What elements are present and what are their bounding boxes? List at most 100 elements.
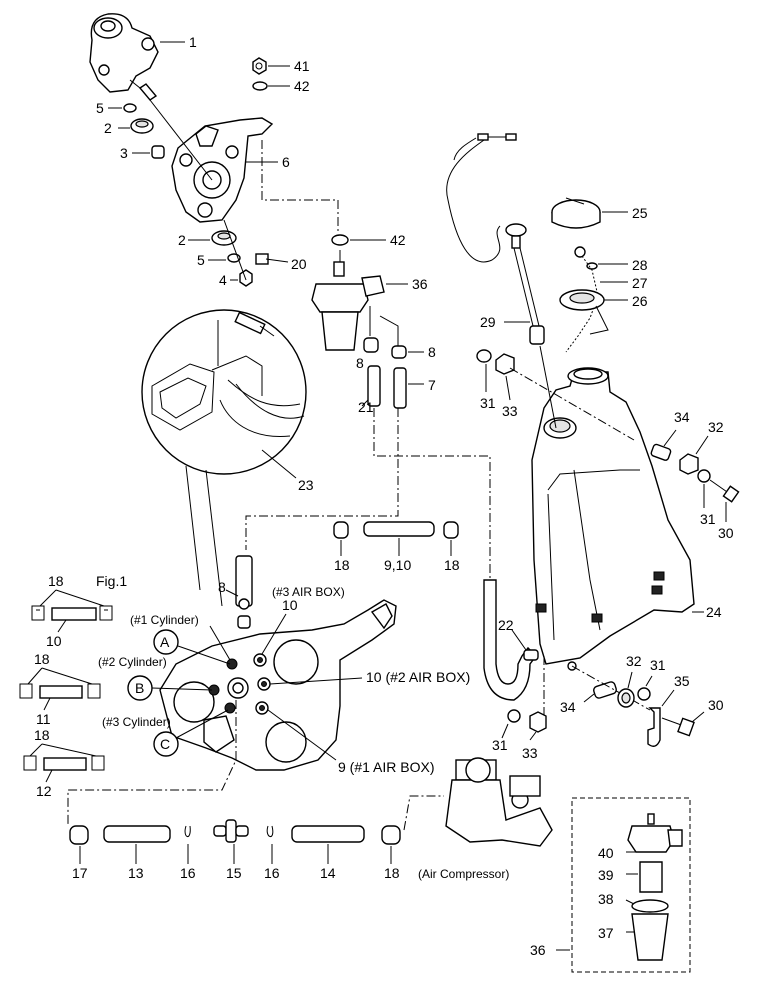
collar-34-bottom <box>593 681 617 699</box>
callout-25: 25 <box>632 205 648 221</box>
callout-22: 22 <box>498 617 514 633</box>
fig1-title: Fig.1 <box>96 573 127 589</box>
callout-39: 39 <box>598 867 614 883</box>
washer-5-top <box>123 103 137 113</box>
port-c-marker: C <box>153 731 179 757</box>
label-cyl2: (#2 Cylinder) <box>98 655 167 669</box>
callout-26: 26 <box>632 293 648 309</box>
hose-14 <box>291 825 365 843</box>
label-airbox-2: 10 (#2 AIR BOX) <box>366 669 470 685</box>
callout-4: 4 <box>219 272 227 288</box>
callout-15: 15 <box>226 865 242 881</box>
callout-13: 13 <box>128 865 144 881</box>
callout-7: 7 <box>428 377 436 393</box>
callout-31-bottom: 31 <box>492 737 508 753</box>
callout-9-10: 9,10 <box>384 557 411 573</box>
callout-28: 28 <box>632 257 648 273</box>
washer-31-right <box>697 469 711 483</box>
clip-8-left <box>363 337 379 353</box>
callout-41: 41 <box>294 58 310 74</box>
air-compressor-label: (Air Compressor) <box>418 867 509 881</box>
callout-8-bottom: 8 <box>218 579 226 595</box>
callout-18-center-right: 18 <box>444 557 460 573</box>
svg-text:C: C <box>160 736 170 752</box>
label-cyl3: (#3 Cylinder) <box>102 715 171 729</box>
clip-16-left <box>184 825 191 837</box>
svg-text:B: B <box>135 680 144 696</box>
callout-21: 21 <box>358 399 374 415</box>
clip-16-right <box>266 825 274 837</box>
hose-8-bottom <box>235 555 253 629</box>
svg-text:18: 18 <box>34 651 50 667</box>
clamp-35 <box>647 707 661 747</box>
callout-1: 1 <box>189 34 197 50</box>
washer-31-bottom <box>507 709 521 723</box>
callout-29: 29 <box>480 314 496 330</box>
hose-13 <box>103 825 171 843</box>
svg-text:10: 10 <box>46 633 62 649</box>
callout-30-bottom: 30 <box>708 697 724 713</box>
collar-34-right <box>650 443 672 461</box>
callout-34-right: 34 <box>674 409 690 425</box>
washer-42-right <box>331 234 349 246</box>
filler-cap-25 <box>551 197 601 229</box>
grommet-2-top <box>130 118 154 134</box>
callout-14: 14 <box>320 865 336 881</box>
manifold-plate <box>159 599 397 771</box>
callout-42-top: 42 <box>294 78 310 94</box>
clip-17 <box>69 825 89 845</box>
hose-21 <box>367 365 381 407</box>
callout-34-bottom: 34 <box>560 699 576 715</box>
callout-2-top: 2 <box>104 120 112 136</box>
bolt-20 <box>255 253 289 265</box>
oil-tank-24 <box>531 367 695 671</box>
detail-circle-23 <box>141 309 307 475</box>
washer-42-top <box>252 81 268 91</box>
callout-23: 23 <box>298 477 314 493</box>
air-compressor <box>445 757 553 847</box>
callout-36-bottom: 36 <box>530 942 546 958</box>
strainer-26 <box>559 289 609 335</box>
grommet-32-bottom <box>617 688 635 708</box>
callout-37: 37 <box>598 925 614 941</box>
label-airbox-3: (#3 AIR BOX) <box>272 585 345 599</box>
callout-30-right: 30 <box>718 525 734 541</box>
nut-41 <box>252 57 267 75</box>
callout-24: 24 <box>706 604 722 620</box>
port-a-marker: A <box>153 629 179 655</box>
callout-32-right: 32 <box>708 419 724 435</box>
label-cyl1: (#1 Cylinder) <box>130 613 199 627</box>
clip-18-center-right <box>443 521 459 539</box>
callout-8-left: 8 <box>356 355 364 371</box>
hose-11-schematic: 18 11 <box>19 651 101 727</box>
collar-3 <box>151 145 165 159</box>
callout-8-right: 8 <box>428 344 436 360</box>
callout-18-center-left: 18 <box>334 557 350 573</box>
callout-38: 38 <box>598 891 614 907</box>
clip-18-bottom <box>381 825 401 845</box>
joint-15 <box>213 819 249 843</box>
hose-10-schematic: 18 10 <box>31 573 113 649</box>
chain-27 <box>565 255 599 353</box>
callout-36-top: 36 <box>412 276 428 292</box>
grommet-32-right <box>679 453 699 475</box>
callout-2-bottom: 2 <box>178 232 186 248</box>
bolt-30-right <box>709 479 740 503</box>
grommet-33-top <box>495 353 515 375</box>
callout-33-bottom: 33 <box>522 745 538 761</box>
clip-18-center-left <box>333 521 349 539</box>
svg-text:11: 11 <box>36 711 51 727</box>
callout-31-bottom-right: 31 <box>650 657 666 673</box>
grommet-33-bottom <box>529 711 547 733</box>
callout-18-bottom: 18 <box>384 865 400 881</box>
hose-12-schematic: 18 12 <box>23 727 105 799</box>
level-sensor-29 <box>446 133 545 345</box>
callout-5-bottom: 5 <box>197 252 205 268</box>
washer-31-top <box>476 349 492 363</box>
callout-33-top: 33 <box>502 403 518 419</box>
svg-text:A: A <box>160 634 170 650</box>
fitting-22 <box>523 649 539 661</box>
bolt-30-bottom <box>661 717 695 737</box>
label-airbox-3-num: 10 <box>282 597 298 613</box>
